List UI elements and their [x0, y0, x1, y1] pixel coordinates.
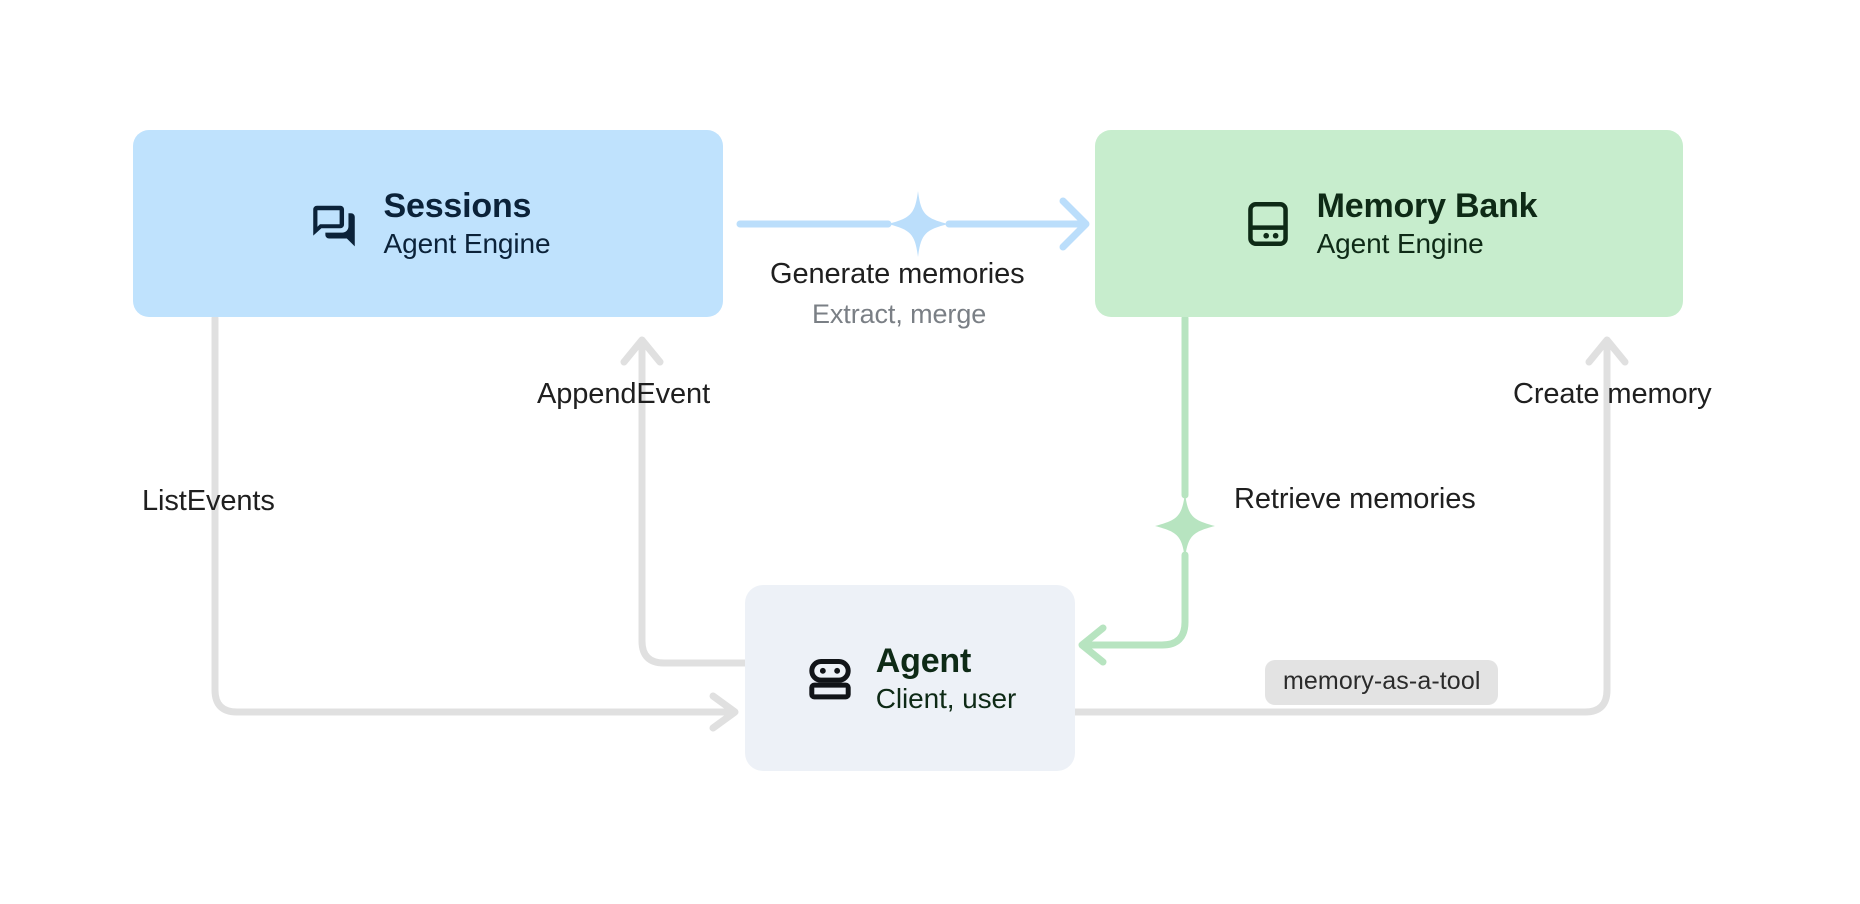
node-memory-bank-subtitle: Agent Engine: [1316, 228, 1484, 259]
robot-icon: [804, 652, 856, 704]
database-icon: [1241, 197, 1295, 251]
node-sessions-title: Sessions: [383, 187, 532, 225]
sparkle-icon: [1155, 493, 1215, 559]
node-memory-bank[interactable]: Memory Bank Agent Engine: [1095, 130, 1683, 317]
edge-label-append-event: AppendEvent: [537, 378, 711, 410]
edge-label-create-memory: Create memory: [1513, 378, 1712, 410]
forum-icon: [306, 196, 362, 252]
edge-generate-memories: [736, 191, 1090, 257]
edge-retrieve-memories: [1078, 314, 1215, 666]
sparkle-icon: [888, 191, 948, 257]
node-agent[interactable]: Agent Client, user: [745, 585, 1075, 771]
edge-label-list-events: ListEvents: [142, 485, 275, 517]
node-sessions[interactable]: Sessions Agent Engine: [133, 130, 723, 317]
node-memory-bank-title: Memory Bank: [1316, 187, 1538, 225]
edge-label-retrieve-memories: Retrieve memories: [1234, 483, 1476, 515]
badge-memory-as-a-tool: memory-as-a-tool: [1265, 660, 1499, 705]
node-sessions-subtitle: Agent Engine: [383, 228, 551, 259]
edge-sublabel-generate-memories: Extract, merge: [812, 299, 987, 329]
node-agent-subtitle: Client, user: [875, 682, 1017, 714]
node-agent-title: Agent: [875, 641, 972, 680]
edge-label-generate-memories: Generate memories: [770, 258, 1025, 290]
